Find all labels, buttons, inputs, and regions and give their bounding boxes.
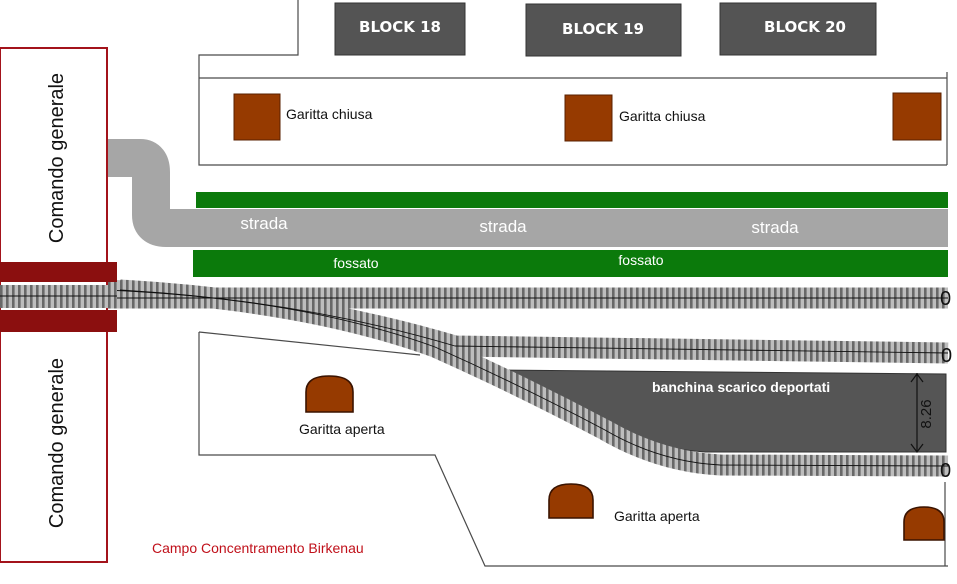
gate-top bbox=[0, 262, 117, 282]
block-18: BLOCK 18 bbox=[334, 2, 466, 56]
fossato-lower bbox=[193, 250, 948, 277]
strada-label-1: strada bbox=[240, 214, 288, 233]
garitta-aperta-hut-3 bbox=[903, 506, 945, 541]
dimension-arrow-bottom bbox=[910, 443, 924, 453]
block-18-label: BLOCK 18 bbox=[359, 18, 441, 36]
fossato-upper bbox=[196, 192, 948, 208]
fossato-label-2: fossato bbox=[618, 252, 663, 268]
garitta-chiusa-hut-1 bbox=[233, 93, 281, 141]
block-20-label: BLOCK 20 bbox=[764, 18, 846, 36]
diagram-caption: Campo Concentramento Birkenau bbox=[152, 540, 364, 556]
garitta-chiusa-label-2: Garitta chiusa bbox=[619, 108, 706, 124]
garitta-aperta-hut-2 bbox=[548, 483, 594, 519]
garitta-chiusa-hut-3 bbox=[892, 92, 942, 141]
garitta-aperta-label-2: Garitta aperta bbox=[614, 508, 700, 524]
block-19-label: BLOCK 19 bbox=[562, 20, 644, 38]
lower-enclosure-outline bbox=[198, 332, 948, 567]
fossato-label-1: fossato bbox=[333, 255, 378, 271]
gate-bottom bbox=[0, 310, 117, 332]
strada-label-2: strada bbox=[479, 217, 527, 236]
strada-label-3: strada bbox=[751, 218, 799, 237]
garitta-chiusa-hut-2 bbox=[564, 94, 613, 142]
garitta-aperta-hut-1 bbox=[305, 375, 354, 413]
garitta-aperta-label-1: Garitta aperta bbox=[299, 421, 385, 437]
track-branch-lower-rail bbox=[104, 289, 949, 467]
lower-enclosure-diagonal bbox=[198, 331, 421, 356]
comando-label-bottom: Comando generale bbox=[46, 358, 68, 528]
strada-road bbox=[107, 139, 948, 247]
garitta-chiusa-label-1: Garitta chiusa bbox=[286, 106, 373, 122]
block-19: BLOCK 19 bbox=[525, 3, 682, 57]
banchina-label: banchina scarico deportati bbox=[652, 379, 830, 395]
upper-enclosure-outline bbox=[198, 0, 947, 166]
comando-label-top: Comando generale bbox=[46, 73, 68, 243]
track-zero-bottom: 0 bbox=[940, 460, 951, 482]
railway-tracks bbox=[0, 279, 949, 477]
block-20: BLOCK 20 bbox=[719, 2, 877, 56]
track-zero-middle: 0 bbox=[941, 345, 952, 367]
dimension-label: 8.26 bbox=[918, 399, 935, 428]
gate-track bbox=[0, 285, 117, 308]
dimension-arrow-top bbox=[910, 373, 924, 383]
track-zero-top: 0 bbox=[940, 288, 951, 310]
